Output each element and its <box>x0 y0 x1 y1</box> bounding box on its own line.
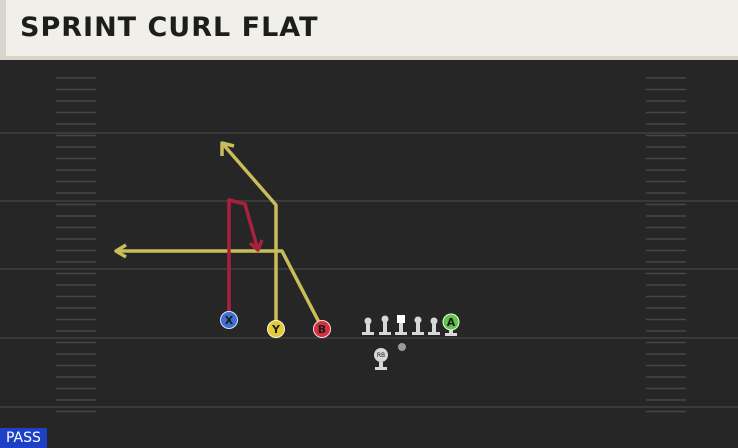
arrowhead-b <box>114 243 127 259</box>
arrowhead-y <box>220 141 235 156</box>
receiver-x[interactable]: X <box>220 311 238 329</box>
receiver-a[interactable]: A <box>442 313 460 336</box>
receiver-a-label: A <box>447 316 456 329</box>
hash-marks-left <box>56 77 96 413</box>
receiver-x-label: X <box>225 314 234 327</box>
lineman <box>412 316 424 335</box>
quarterback-marker <box>398 343 406 351</box>
receiver-y[interactable]: Y <box>267 320 285 338</box>
center <box>395 315 407 335</box>
offensive-line <box>362 315 440 335</box>
receiver-b[interactable]: B <box>313 320 331 338</box>
play-type-badge: PASS <box>0 428 47 448</box>
receiver-b-label: B <box>318 323 326 336</box>
route-y-corner <box>220 141 278 328</box>
running-back: RB <box>374 348 388 370</box>
route-x-curl <box>227 198 260 320</box>
lineman <box>379 315 391 335</box>
lineman <box>362 317 374 335</box>
hash-marks-right <box>646 77 686 413</box>
yard-lines <box>0 132 738 408</box>
title-accent <box>0 0 6 60</box>
play-title-bar: SPRINT CURL FLAT <box>0 0 738 60</box>
arrowhead-x <box>248 239 264 252</box>
rb-label: RB <box>377 352 385 359</box>
receiver-y-label: Y <box>271 323 281 336</box>
lineman <box>428 317 440 335</box>
route-b-flat <box>116 249 324 329</box>
play-title: SPRINT CURL FLAT <box>20 12 319 43</box>
